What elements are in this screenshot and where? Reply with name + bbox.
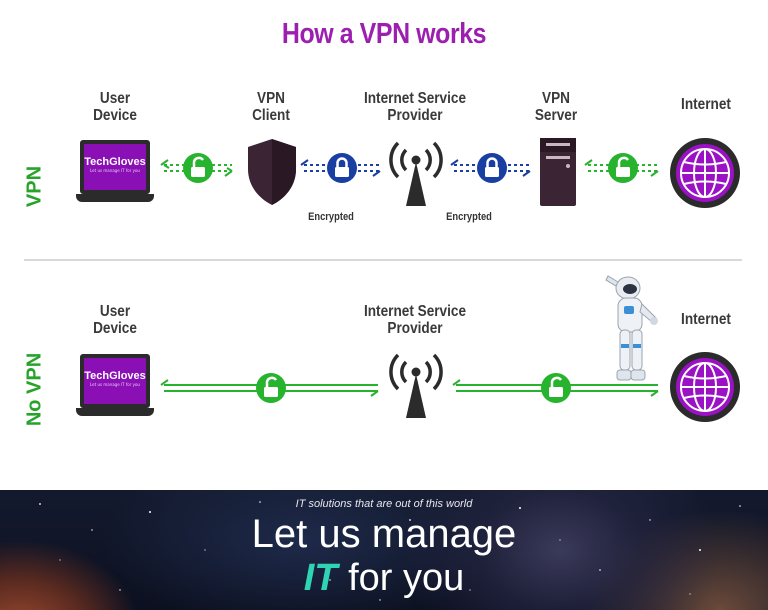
label-line: VPN bbox=[257, 90, 285, 107]
label-line: Server bbox=[534, 107, 578, 124]
banner-highlight: IT bbox=[303, 557, 338, 599]
vpn-internet-label: Internet bbox=[681, 96, 731, 113]
globe-icon bbox=[670, 352, 740, 422]
antenna-tower-icon bbox=[389, 353, 443, 418]
label-line: Device bbox=[93, 320, 137, 337]
label-line: Provider bbox=[387, 320, 443, 337]
unencrypted-link bbox=[160, 153, 233, 183]
row-label-no-vpn: No VPN bbox=[23, 352, 46, 427]
laptop-icon: TechGloves Let us manage IT for you bbox=[76, 140, 154, 208]
label-line: Internet Service bbox=[363, 303, 467, 320]
shield-icon bbox=[248, 139, 296, 205]
unencrypted-link bbox=[452, 373, 659, 403]
promo-banner: IT solutions that are out of this world … bbox=[0, 490, 768, 610]
row-label-vpn: VPN bbox=[23, 165, 46, 208]
page-title: How a VPN works bbox=[281, 18, 487, 50]
label-line: Internet Service bbox=[363, 90, 467, 107]
novpn-internet-label: Internet bbox=[681, 311, 731, 328]
starfield bbox=[39, 501, 741, 601]
label-line: User bbox=[99, 90, 131, 107]
label-line: Provider bbox=[387, 107, 443, 124]
laptop-brand: TechGloves bbox=[84, 156, 146, 168]
server-icon bbox=[540, 138, 576, 206]
row-divider bbox=[24, 259, 742, 261]
unencrypted-link bbox=[160, 373, 379, 403]
antenna-tower-icon bbox=[389, 141, 443, 206]
encrypted-label: Encrypted bbox=[308, 211, 354, 223]
encrypted-link bbox=[300, 153, 381, 183]
label-line: Device bbox=[93, 107, 137, 124]
laptop-icon: TechGloves Let us manage IT for you bbox=[76, 354, 154, 422]
banner-subheadline: IT for you bbox=[0, 556, 768, 600]
label-line: User bbox=[99, 303, 131, 320]
unencrypted-link bbox=[584, 153, 659, 183]
laptop-tagline: Let us manage IT for you bbox=[90, 168, 140, 173]
laptop-brand: TechGloves bbox=[84, 370, 146, 382]
globe-icon bbox=[670, 138, 740, 208]
encrypted-label: Encrypted bbox=[446, 211, 492, 223]
label-line: Client bbox=[252, 107, 290, 124]
label-line: VPN bbox=[542, 90, 570, 107]
banner-subheadline-rest: for you bbox=[337, 557, 465, 599]
laptop-tagline: Let us manage IT for you bbox=[90, 382, 140, 387]
banner-headline: Let us manage bbox=[251, 512, 517, 556]
astronaut-figure bbox=[605, 275, 658, 381]
banner-tagline: IT solutions that are out of this world bbox=[295, 498, 473, 510]
encrypted-link bbox=[450, 153, 531, 183]
